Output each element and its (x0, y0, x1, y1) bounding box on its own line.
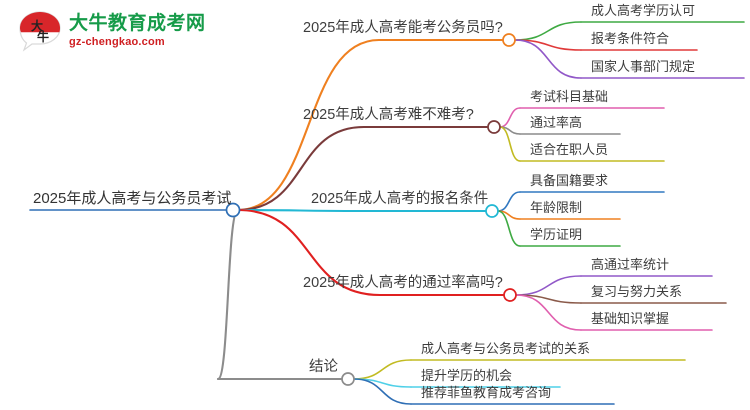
leaf-label-0-0: 成人高考学历认可 (591, 3, 696, 18)
leaf-line-2-2 (497, 210, 521, 247)
branch-line-1 (236, 125, 366, 212)
leaf-line-0-2 (514, 39, 582, 79)
branch-label-0: 2025年成人高考能考公务员吗? (303, 20, 503, 36)
leaf-line-4-0 (353, 359, 412, 380)
leaf-label-2-0: 具备国籍要求 (530, 173, 609, 188)
branch-line-0 (236, 38, 381, 212)
leaf-line-3-0 (515, 275, 582, 296)
leaf-line-0-0 (514, 21, 582, 41)
leaf-label-3-2: 基础知识掌握 (591, 311, 670, 326)
root-label: 2025年成人高考与公务员考试 (33, 190, 232, 207)
leaf-label-1-0: 考试科目基础 (530, 89, 609, 104)
logo-title: 大牛教育成考网 (69, 13, 206, 34)
leaf-label-3-0: 高通过率统计 (591, 257, 670, 272)
branch-label-4: 结论 (309, 359, 338, 375)
leaf-line-2-0 (497, 191, 521, 212)
leaf-label-1-1: 通过率高 (530, 115, 583, 130)
leaf-label-0-1: 报考条件符合 (591, 31, 670, 46)
branch-node-3[interactable] (503, 288, 517, 302)
branch-line-4 (216, 208, 240, 381)
leaf-label-3-1: 复习与努力关系 (591, 284, 683, 299)
root-node[interactable] (225, 202, 241, 218)
leaf-label-2-2: 学历证明 (530, 227, 583, 242)
leaf-label-4-1: 提升学历的机会 (421, 368, 513, 383)
branch-node-2[interactable] (485, 204, 499, 218)
leaf-label-2-1: 年龄限制 (530, 200, 583, 215)
branch-label-3: 2025年成人高考的通过率高吗? (303, 275, 503, 291)
logo-text: 大牛教育成考网 gz-chengkao.com (69, 14, 206, 48)
leaf-line-1-2 (499, 126, 521, 162)
svg-text:大: 大 (31, 18, 43, 33)
branch-label-2: 2025年成人高考的报名条件 (311, 191, 489, 207)
leaf-label-0-2: 国家人事部门规定 (591, 59, 696, 74)
speech-bubble-logo-icon: 大 牛 (18, 10, 62, 52)
leaf-line-1-0 (499, 107, 521, 128)
svg-text:牛: 牛 (37, 29, 49, 44)
site-logo[interactable]: 大 牛 大牛教育成考网 gz-chengkao.com (18, 10, 206, 52)
leaf-line-4-2 (353, 378, 412, 405)
branch-label-1: 2025年成人高考难不难考? (303, 107, 474, 123)
branch-line-2 (236, 208, 364, 213)
leaf-line-3-2 (515, 294, 582, 331)
leaf-label-1-2: 适合在职人员 (530, 142, 609, 157)
branch-node-1[interactable] (487, 120, 501, 134)
logo-subtitle: gz-chengkao.com (69, 36, 165, 48)
leaf-label-4-0: 成人高考与公务员考试的关系 (421, 341, 591, 356)
leaf-label-4-2: 推荐菲鱼教育成考咨询 (421, 385, 552, 400)
branch-line-3 (236, 208, 382, 297)
branch-node-4[interactable] (341, 372, 355, 386)
branch-node-0[interactable] (502, 33, 516, 47)
